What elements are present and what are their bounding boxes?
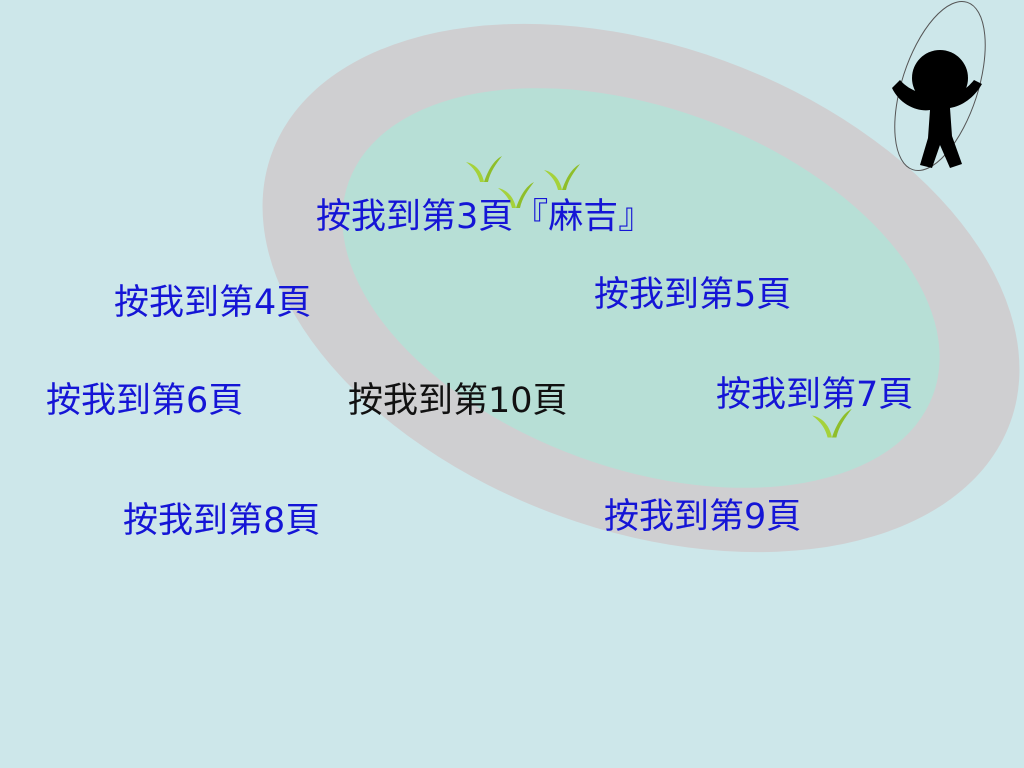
jump-rope-figure-icon xyxy=(892,0,986,172)
sprout-icon xyxy=(498,182,534,208)
sprout-icon xyxy=(812,408,852,438)
link-page-4[interactable]: 按我到第4頁 xyxy=(114,283,312,323)
link-page-5[interactable]: 按我到第5頁 xyxy=(594,275,792,315)
link-page-10[interactable]: 按我到第10頁 xyxy=(348,381,568,421)
link-page-9[interactable]: 按我到第9頁 xyxy=(604,497,802,537)
link-page-7[interactable]: 按我到第7頁 xyxy=(716,375,914,415)
link-page-3[interactable]: 按我到第3頁『麻吉』 xyxy=(316,197,654,237)
sprout-icon xyxy=(544,164,580,190)
sprout-icon xyxy=(466,156,502,182)
link-page-8[interactable]: 按我到第8頁 xyxy=(123,501,321,541)
link-page-6[interactable]: 按我到第6頁 xyxy=(46,381,244,421)
